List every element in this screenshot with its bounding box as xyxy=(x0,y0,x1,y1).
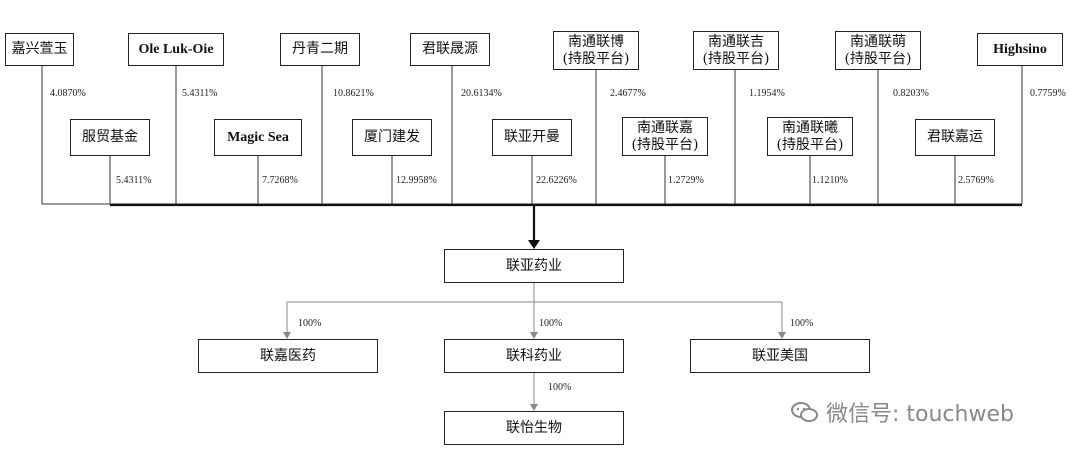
subsidiary-name: 联科药业 xyxy=(506,347,562,364)
shareholder-name: 厦门建发 xyxy=(364,129,420,145)
shareholder-name: 南通联曦 (持股平台) xyxy=(776,119,844,153)
shareholder-box: 丹青二期 xyxy=(280,33,360,66)
ownership-pct: 10.8621% xyxy=(333,88,374,99)
ownership-pct: 22.6226% xyxy=(536,175,577,186)
subsidiary-box: 联嘉医药 xyxy=(198,339,378,373)
subsidiary-name: 联怡生物 xyxy=(506,419,562,436)
shareholder-box: 君联嘉运 xyxy=(915,119,995,156)
company-box: 联亚药业 xyxy=(444,249,624,283)
shareholder-name: 君联晟源 xyxy=(422,41,478,57)
ownership-pct: 7.7268% xyxy=(262,175,298,186)
subsidiary-box: 联亚美国 xyxy=(690,339,870,373)
wechat-icon xyxy=(791,402,818,422)
ownership-pct: 100% xyxy=(539,318,563,329)
subsidiary-box: 联科药业 xyxy=(444,339,624,373)
shareholder-name: 南通联吉 (持股平台) xyxy=(702,33,770,67)
ownership-pct: 1.2729% xyxy=(668,175,704,186)
shareholder-name: Magic Sea xyxy=(227,130,289,145)
shareholder-box: 联亚开曼 xyxy=(492,119,572,156)
shareholder-name: 服贸基金 xyxy=(82,129,138,145)
shareholder-box: 南通联博 (持股平台) xyxy=(553,31,639,70)
shareholder-name: 联亚开曼 xyxy=(504,129,560,145)
shareholder-box: 南通联吉 (持股平台) xyxy=(693,31,779,70)
ownership-pct: 0.7759% xyxy=(1030,88,1066,99)
shareholder-name: 丹青二期 xyxy=(292,41,348,57)
shareholder-box: 南通联曦 (持股平台) xyxy=(767,117,853,156)
wechat-watermark: 微信号: touchweb xyxy=(790,396,1014,428)
shareholder-name: 南通联萌 (持股平台) xyxy=(844,33,912,67)
subsidiary-box: 联怡生物 xyxy=(444,411,624,445)
ownership-pct: 2.5769% xyxy=(958,175,994,186)
shareholder-box: 南通联嘉 (持股平台) xyxy=(622,117,708,156)
shareholder-name: Ole Luk-Oie xyxy=(138,42,214,57)
ownership-pct: 5.4311% xyxy=(182,88,218,99)
company-name: 联亚药业 xyxy=(506,257,562,274)
ownership-pct: 100% xyxy=(298,318,322,329)
ownership-pct: 1.1954% xyxy=(749,88,785,99)
shareholder-box: Magic Sea xyxy=(214,119,302,156)
ownership-pct: 100% xyxy=(790,318,814,329)
shareholder-box: 君联晟源 xyxy=(410,33,490,66)
shareholder-box: 服贸基金 xyxy=(70,119,150,156)
shareholder-box: 厦门建发 xyxy=(352,119,432,156)
ownership-pct: 100% xyxy=(548,382,572,393)
subsidiary-name: 联嘉医药 xyxy=(260,347,316,364)
shareholder-name: 南通联嘉 (持股平台) xyxy=(631,119,699,153)
shareholder-name: 南通联博 (持股平台) xyxy=(562,33,630,67)
shareholder-box: Highsino xyxy=(977,33,1063,66)
ownership-pct: 12.9958% xyxy=(396,175,437,186)
ownership-pct: 4.0870% xyxy=(50,88,86,99)
ownership-pct: 1.1210% xyxy=(812,175,848,186)
shareholder-name: 嘉兴萱玉 xyxy=(11,41,68,57)
subsidiary-name: 联亚美国 xyxy=(752,347,808,364)
shareholder-box: Ole Luk-Oie xyxy=(128,33,224,66)
shareholder-name: 君联嘉运 xyxy=(927,129,983,145)
shareholder-box: 嘉兴萱玉 xyxy=(5,33,74,66)
watermark-text: 微信号: touchweb xyxy=(826,402,1014,427)
shareholder-box: 南通联萌 (持股平台) xyxy=(835,31,921,70)
ownership-pct: 5.4311% xyxy=(116,175,152,186)
ownership-pct: 2.4677% xyxy=(610,88,646,99)
ownership-pct: 20.6134% xyxy=(461,88,502,99)
shareholder-name: Highsino xyxy=(993,42,1047,57)
ownership-pct: 0.8203% xyxy=(893,88,929,99)
